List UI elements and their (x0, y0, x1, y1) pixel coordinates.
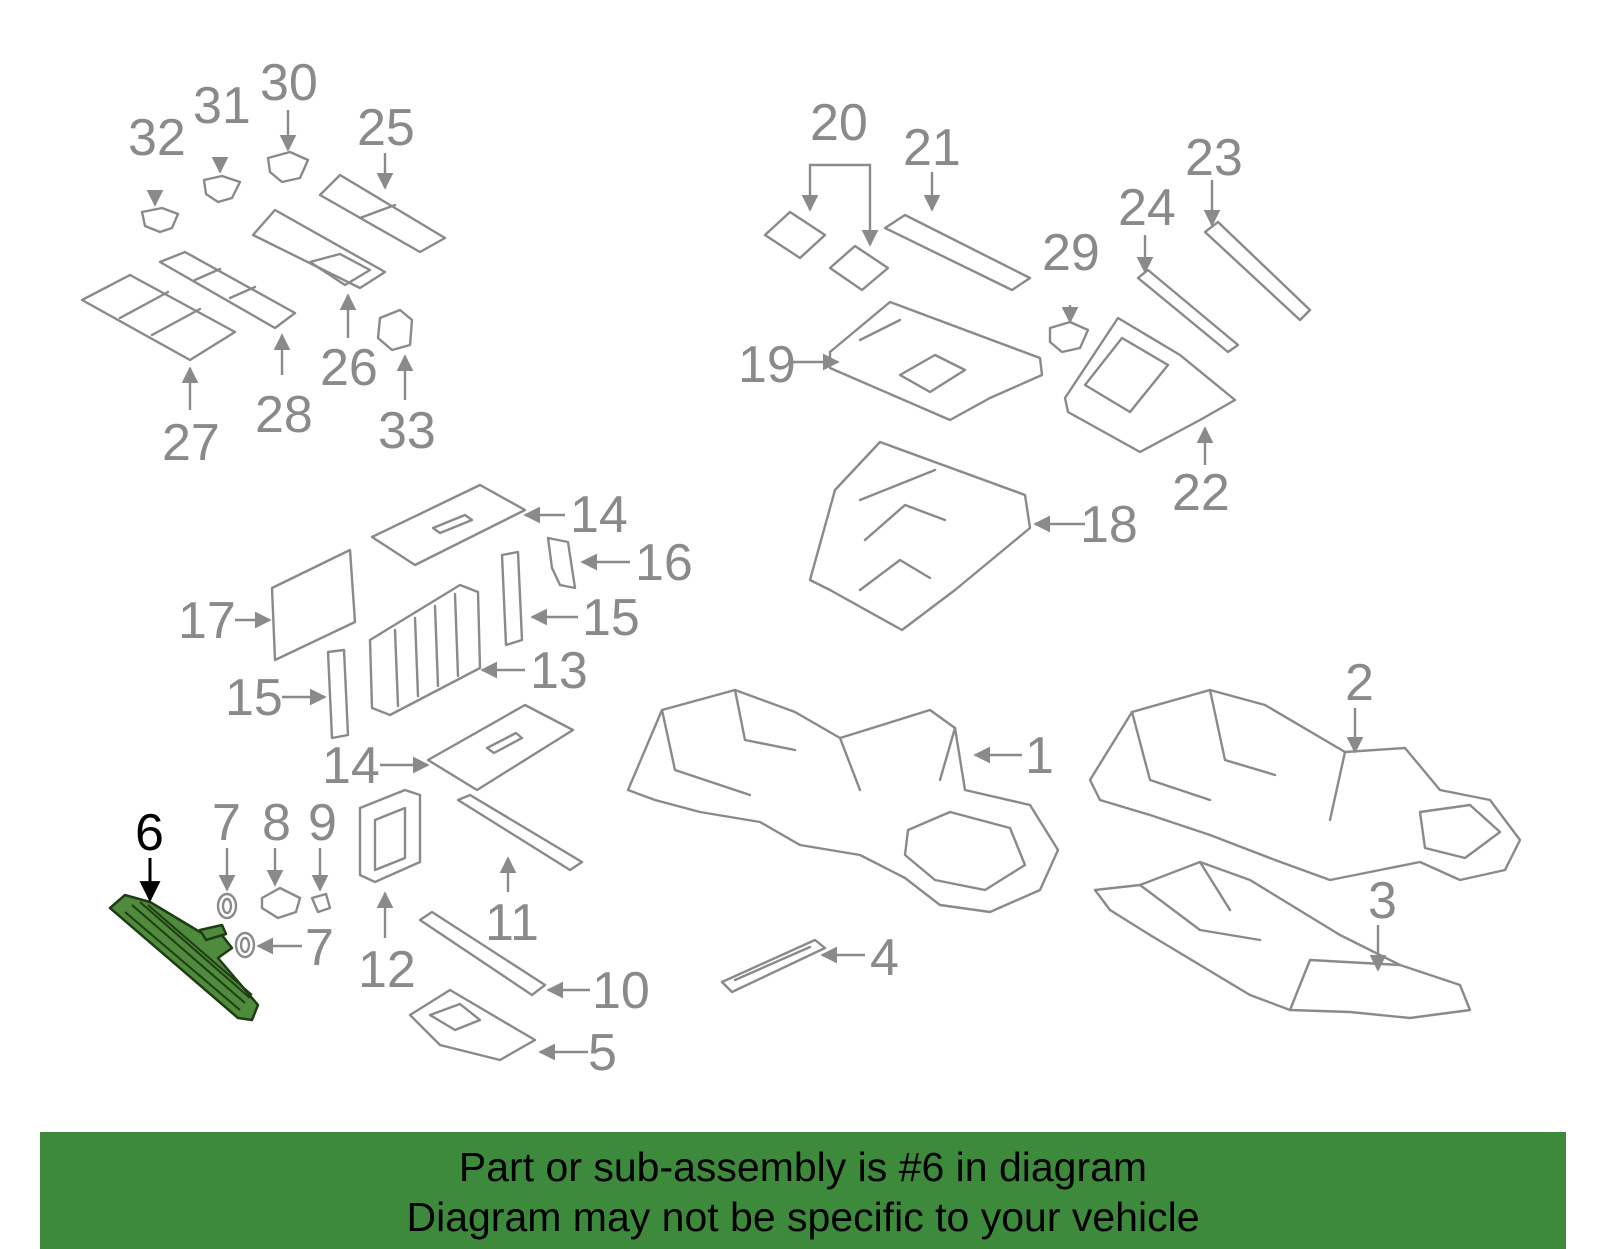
part-7a-shape (216, 892, 238, 920)
callout-16: 16 (635, 534, 693, 592)
part-22-shape (1063, 316, 1237, 454)
part-15a-shape (500, 550, 524, 647)
callout-28: 28 (255, 386, 313, 444)
part-12-shape (358, 788, 422, 884)
leader-lines (139, 110, 1387, 1061)
info-banner: Part or sub-assembly is #6 in diagram Di… (40, 1132, 1566, 1249)
part-10-shape (418, 910, 547, 997)
callout-2: 2 (1345, 654, 1374, 712)
part-20b-shape (828, 244, 890, 292)
callout-11: 11 (485, 894, 539, 952)
callout-18: 18 (1080, 496, 1138, 554)
callout-32: 32 (128, 109, 186, 167)
part-11-shape (456, 793, 584, 872)
callout-14b: 14 (322, 737, 380, 795)
part-7b-shape (234, 931, 256, 959)
callout-27: 27 (162, 414, 220, 472)
callout-5: 5 (588, 1024, 617, 1082)
callout-22: 22 (1172, 464, 1230, 522)
part-14a-shape (370, 483, 527, 567)
banner-line-2: Diagram may not be specific to your vehi… (406, 1194, 1200, 1240)
callout-15a: 15 (582, 589, 640, 647)
part-28-shape (158, 250, 297, 330)
callout-24: 24 (1118, 179, 1176, 237)
part-18-shape (808, 440, 1032, 632)
callout-4: 4 (870, 929, 899, 987)
callout-29: 29 (1042, 224, 1100, 282)
part-23-shape (1203, 220, 1312, 322)
part-26-shape (251, 208, 387, 290)
callout-31: 31 (193, 77, 251, 135)
part-3-shape (1093, 860, 1472, 1020)
callout-26: 26 (320, 339, 378, 397)
part-27-shape (80, 273, 237, 362)
part-9-shape (310, 892, 332, 914)
part-31-shape (202, 174, 242, 204)
part-15b-shape (326, 648, 350, 740)
callout-6: 6 (135, 804, 164, 862)
callout-1: 1 (1025, 727, 1054, 785)
part-5-shape (408, 988, 537, 1062)
part-8-shape (260, 886, 302, 920)
part-6-highlight[interactable] (108, 893, 260, 1022)
part-25-shape (318, 173, 447, 254)
callout-10: 10 (592, 962, 650, 1020)
callout-14a: 14 (570, 486, 628, 544)
callout-3: 3 (1368, 872, 1397, 930)
callout-23: 23 (1185, 129, 1243, 187)
callout-9: 9 (308, 794, 337, 852)
callout-15b: 15 (225, 669, 283, 727)
banner-line-1: Part or sub-assembly is #6 in diagram (458, 1144, 1148, 1190)
part-16-shape (546, 536, 577, 590)
part-14b-shape (426, 703, 575, 792)
part-17-shape (270, 548, 357, 662)
part-32-shape (140, 206, 180, 234)
part-29-shape (1048, 320, 1090, 354)
callout-8: 8 (262, 794, 291, 852)
callout-21: 21 (903, 119, 961, 177)
callout-17: 17 (178, 592, 236, 650)
callout-13: 13 (530, 642, 588, 700)
part-2-shape (1088, 688, 1522, 882)
part-33-shape (376, 308, 414, 352)
callout-19: 19 (738, 336, 796, 394)
part-13-shape (368, 583, 482, 717)
callout-25: 25 (357, 99, 415, 157)
callout-labels: 32 31 30 25 27 28 26 33 20 21 23 24 29 1… (128, 54, 1397, 1082)
callout-20: 20 (810, 94, 868, 152)
callout-7b: 7 (305, 919, 334, 977)
callout-30: 30 (260, 54, 318, 112)
part-20a-shape (763, 210, 827, 260)
part-19-shape (828, 300, 1044, 422)
callout-12: 12 (358, 941, 416, 999)
callout-33: 33 (378, 402, 436, 460)
part-30-shape (266, 150, 310, 184)
part-21-shape (883, 213, 1032, 292)
part-1-shape (626, 688, 1060, 914)
callout-7a: 7 (212, 794, 241, 852)
